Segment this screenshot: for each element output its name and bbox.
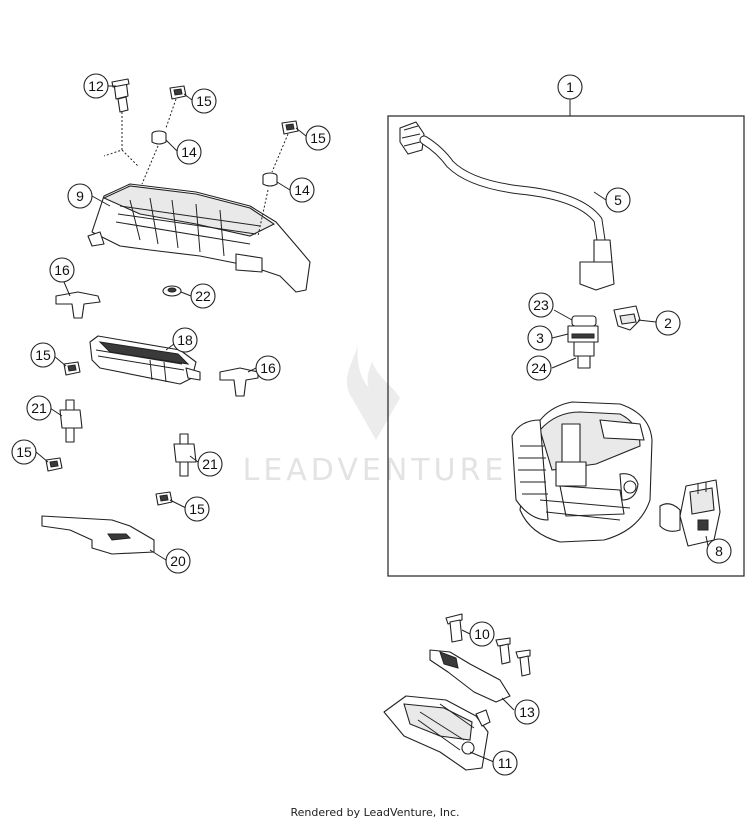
svg-text:21: 21 (202, 456, 218, 472)
callout-15-b: 15 (305, 125, 331, 151)
callout-8: 8 (706, 538, 732, 564)
part-spacer-14-right (262, 172, 278, 187)
part-nut-15-mid (63, 361, 81, 376)
callout-23: 23 (528, 292, 554, 318)
svg-text:8: 8 (715, 543, 723, 559)
part-injector-3 (567, 315, 599, 369)
part-bracket-16-right (219, 367, 259, 397)
watermark-text: LEADVENTURE (243, 453, 508, 488)
watermark: LEADVENTURE (243, 345, 508, 488)
svg-text:2: 2 (664, 315, 672, 331)
callout-1: 1 (557, 74, 583, 100)
svg-text:14: 14 (294, 182, 310, 198)
callout-21-b: 21 (197, 451, 223, 477)
svg-text:14: 14 (181, 144, 197, 160)
part-gasket-13 (429, 649, 511, 703)
footer-credit: Rendered by LeadVenture, Inc. (290, 806, 460, 819)
part-nut-15-bottom (155, 491, 173, 506)
svg-text:21: 21 (31, 400, 47, 416)
svg-text:20: 20 (170, 553, 186, 569)
callout-14-b: 14 (289, 177, 315, 203)
svg-text:13: 13 (519, 704, 535, 720)
part-mount-21-left (59, 399, 83, 443)
callout-20: 20 (165, 548, 191, 574)
callout-5: 5 (605, 187, 631, 213)
svg-text:15: 15 (196, 93, 212, 109)
assembly-line-12 (103, 112, 139, 167)
leader-lines (35, 85, 709, 763)
callout-10: 10 (469, 621, 495, 647)
callout-12: 12 (83, 73, 109, 99)
part-grommet-22 (162, 285, 182, 297)
svg-text:3: 3 (536, 330, 544, 346)
svg-text:10: 10 (474, 626, 490, 642)
assembly-line-15-right (257, 133, 289, 237)
svg-text:15: 15 (189, 501, 205, 517)
part-bracket-16-left (55, 291, 101, 319)
callout-15-a: 15 (191, 88, 217, 114)
svg-text:11: 11 (498, 755, 513, 771)
svg-text:23: 23 (533, 297, 549, 313)
watermark-logo-icon (346, 345, 400, 440)
svg-text:15: 15 (310, 130, 326, 146)
svg-text:1: 1 (566, 79, 574, 95)
callout-24: 24 (526, 355, 552, 381)
callout-22: 22 (190, 283, 216, 309)
svg-text:24: 24 (531, 360, 547, 376)
svg-text:12: 12 (88, 78, 104, 94)
part-nut-15-top (169, 85, 187, 100)
part-spacer-14-top (151, 130, 167, 145)
part-clip-2 (613, 305, 641, 331)
part-bolt-12 (111, 78, 130, 113)
callout-18: 18 (172, 327, 198, 353)
callout-9: 9 (67, 183, 93, 209)
svg-text:15: 15 (16, 444, 32, 460)
callout-16-b: 16 (255, 355, 281, 381)
assembly-line-15 (141, 98, 177, 185)
part-bracket-9 (87, 183, 311, 293)
part-sensor-8 (659, 479, 721, 547)
part-housing-11 (383, 695, 491, 771)
svg-text:9: 9 (76, 188, 84, 204)
svg-text:5: 5 (614, 192, 622, 208)
svg-text:15: 15 (35, 347, 51, 363)
callout-11: 11 (492, 750, 518, 776)
callout-15-c: 15 (30, 342, 56, 368)
callout-14-a: 14 (176, 139, 202, 165)
part-throttle-body (511, 401, 653, 543)
callout-13: 13 (514, 699, 540, 725)
part-screws-10 (445, 613, 531, 677)
assembly-frame (387, 115, 745, 577)
callout-2: 2 (655, 310, 681, 336)
svg-text:16: 16 (260, 360, 276, 376)
part-ecu-18 (89, 335, 201, 385)
callout-16-a: 16 (49, 257, 75, 283)
part-plate-20 (41, 515, 155, 555)
callout-15-e: 15 (184, 496, 210, 522)
part-fuel-line-5 (399, 121, 615, 291)
callout-21-a: 21 (26, 395, 52, 421)
part-mount-21-right (173, 433, 197, 477)
svg-text:16: 16 (54, 262, 70, 278)
part-nut-15-right (281, 120, 299, 135)
part-nut-15-lower (45, 457, 63, 472)
svg-text:22: 22 (195, 288, 211, 304)
svg-text:18: 18 (177, 332, 193, 348)
callout-3: 3 (527, 325, 553, 351)
callout-15-d: 15 (11, 439, 37, 465)
